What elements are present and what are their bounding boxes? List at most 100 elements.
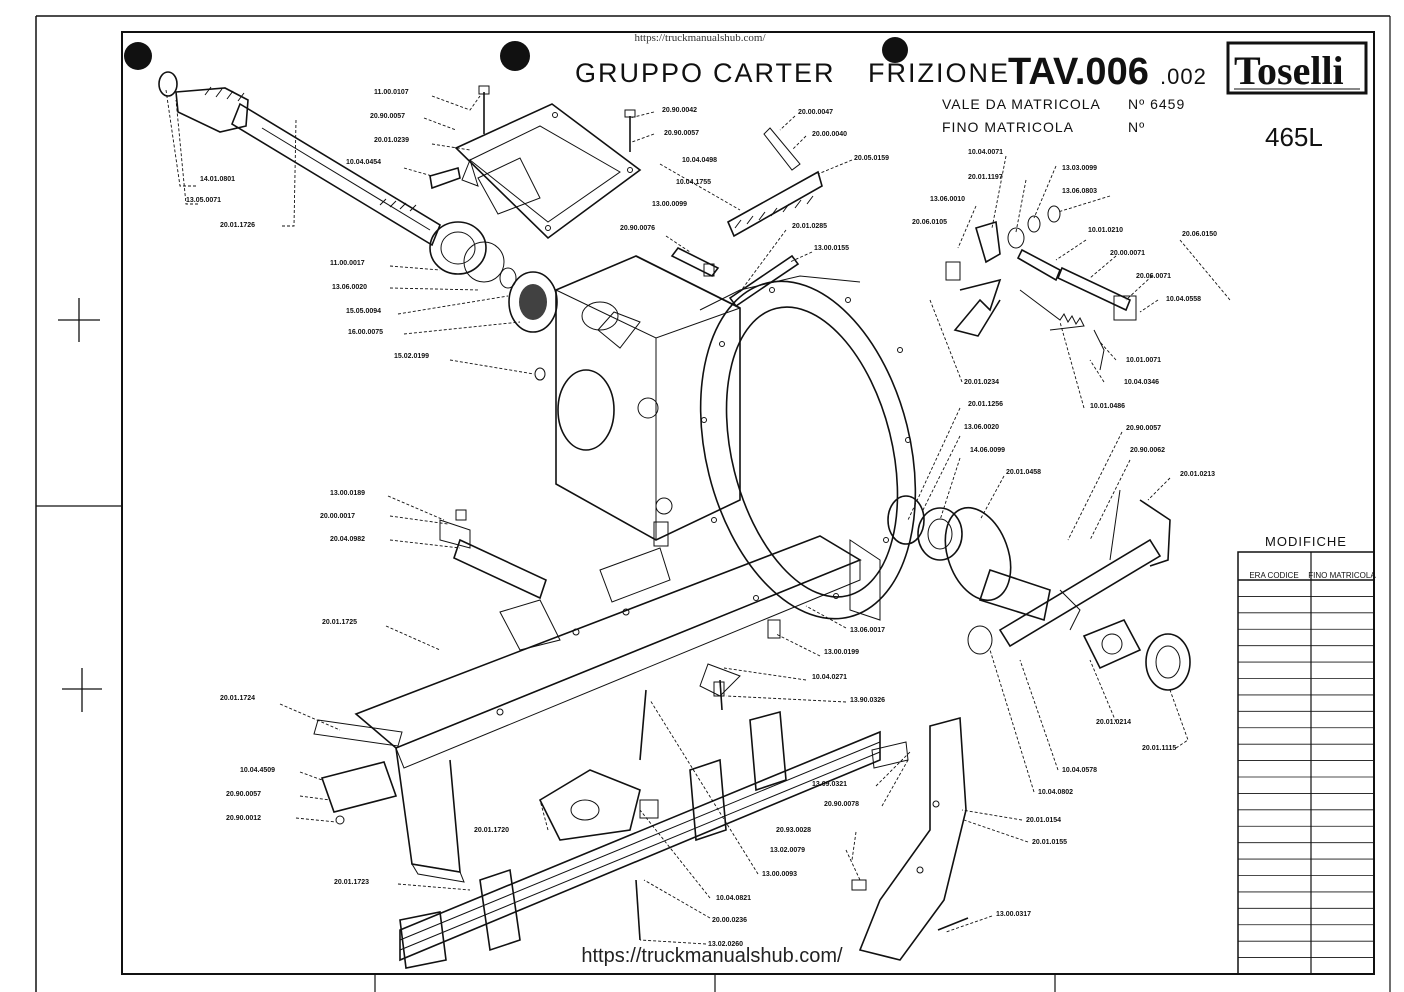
part-label: 15.02.0199 (394, 353, 429, 360)
part-label: 13.03.0099 (1062, 165, 1097, 172)
part-label: 13.00.0199 (824, 649, 859, 656)
part-label: 20.01.1726 (220, 222, 255, 229)
modifiche-col-era-codice: ERA CODICE (1249, 571, 1298, 580)
part-label: 20.01.0154 (1026, 817, 1061, 824)
part-label: 11.00.0107 (374, 89, 409, 96)
model-number: 465L (1265, 122, 1323, 152)
part-label: 20.01.1725 (322, 619, 357, 626)
part-label: 10.04.0558 (1166, 296, 1201, 303)
registration-cross-upper (58, 298, 100, 342)
cover-bolts (478, 85, 636, 152)
leader-lines (165, 89, 1231, 945)
part-label: 20.90.0057 (664, 130, 699, 137)
spring-front-bracket (313, 719, 403, 825)
fino-label: FINO MATRICOLA (942, 119, 1074, 135)
part-label: 20.06.0071 (1136, 273, 1171, 280)
part-label: 10.04.0454 (346, 159, 381, 166)
part-label: 20.90.0078 (824, 801, 859, 808)
clutch-pedal-linkage (945, 205, 1137, 371)
part-label: 20.93.0028 (776, 827, 811, 834)
part-label: 20.90.0042 (662, 107, 697, 114)
brake-pedal-arm (851, 716, 969, 961)
part-label: 20.00.0017 (320, 513, 355, 520)
part-label: 13.06.0020 (332, 284, 367, 291)
toselli-logo: Toselli (1226, 41, 1368, 95)
part-label: 20.90.0057 (226, 791, 261, 798)
part-label: 20.06.0150 (1182, 231, 1217, 238)
part-label: 20.01.0285 (792, 223, 827, 230)
part-label: 20.01.0239 (374, 137, 409, 144)
part-label: 10.04.0346 (1124, 379, 1159, 386)
input-shaft (158, 71, 441, 247)
part-label: 20.01.1197 (968, 174, 1003, 181)
frame-bolts (455, 509, 781, 697)
punch-hole-2 (500, 41, 530, 71)
part-label: 20.05.0159 (854, 155, 889, 162)
part-label: 20.06.0105 (912, 219, 947, 226)
vale-label: VALE DA MATRICOLA (942, 96, 1101, 112)
clutch-release-components (887, 489, 1191, 691)
part-label: 20.90.0057 (370, 113, 405, 120)
part-label: 20.90.0012 (226, 815, 261, 822)
modifiche-title: MODIFICHE (1265, 534, 1347, 549)
part-label: 10.04.1755 (676, 179, 711, 186)
part-label: 10.04.0071 (968, 149, 1003, 156)
leaf-spring (399, 710, 881, 969)
part-label: 14.06.0099 (970, 447, 1005, 454)
punch-hole-1 (124, 42, 152, 70)
part-label: 20.00.0040 (812, 131, 847, 138)
part-label: 20.01.0214 (1096, 719, 1131, 726)
part-label: 13.02.0079 (770, 847, 805, 854)
part-label: 13.90.0326 (850, 697, 885, 704)
part-label: 20.01.1720 (474, 827, 509, 834)
part-label: 20.00.0236 (712, 917, 747, 924)
part-label: 13.05.0071 (186, 197, 221, 204)
modifiche-col-fino-matricola: FINO MATRICOLA (1308, 571, 1376, 580)
part-label: 10.04.0821 (716, 895, 751, 902)
part-label: 13.09.0321 (812, 781, 847, 788)
part-label: 20.01.0155 (1032, 839, 1067, 846)
part-label: 13.06.0010 (930, 196, 965, 203)
part-label: 20.01.1256 (968, 401, 1003, 408)
part-label: 10.04.0802 (1038, 789, 1073, 796)
part-label: 10.04.0578 (1062, 767, 1097, 774)
part-label: 10.04.0271 (812, 674, 847, 681)
part-label: 13.02.0260 (708, 941, 743, 948)
part-label: 11.00.0017 (330, 260, 365, 267)
part-label: 16.00.0075 (348, 329, 383, 336)
part-label: 20.90.0062 (1130, 447, 1165, 454)
part-label: 10.01.0210 (1088, 227, 1123, 234)
part-label: 10.04.4509 (240, 767, 275, 774)
part-label: 10.04.0498 (682, 157, 717, 164)
part-label: 15.05.0094 (346, 308, 381, 315)
title-gruppo: GRUPPO (575, 58, 704, 88)
part-label: 20.01.0458 (1006, 469, 1041, 476)
gearbox-top-cover (429, 103, 642, 240)
source-url-bottom: https://truckmanualshub.com/ (581, 945, 843, 967)
drawing-code-suffix: .002 (1160, 64, 1207, 89)
source-url-top: https://truckmanualshub.com/ (634, 32, 766, 44)
part-label: 10.01.0071 (1126, 357, 1161, 364)
modifiche-rows (1238, 596, 1374, 958)
part-label: 14.01.0801 (200, 176, 235, 183)
part-label: 20.01.0234 (964, 379, 999, 386)
drawing-code: TAV.006 (1008, 51, 1149, 93)
clutch-bell-housing (699, 275, 917, 621)
drawing-frame (121, 31, 1375, 975)
part-label: 20.04.0982 (330, 536, 365, 543)
part-label: 20.00.0071 (1110, 250, 1145, 257)
vale-value: Nº 6459 (1128, 96, 1185, 112)
part-label: 20.00.0047 (798, 109, 833, 116)
part-label: 20.01.0213 (1180, 471, 1215, 478)
brand-name: Toselli (1234, 48, 1344, 93)
part-label: 13.00.0317 (996, 911, 1031, 918)
part-label: 13.00.0189 (330, 490, 365, 497)
input-bearing-stack (429, 221, 558, 381)
part-label: 20.90.0057 (1126, 425, 1161, 432)
title-frizione: FRIZIONE (868, 58, 1010, 88)
part-label: 20.01.1115 (1142, 745, 1176, 752)
part-label: 13.06.0020 (964, 424, 999, 431)
part-label: 20.90.0076 (620, 225, 655, 232)
part-label: 13.00.0155 (814, 245, 849, 252)
